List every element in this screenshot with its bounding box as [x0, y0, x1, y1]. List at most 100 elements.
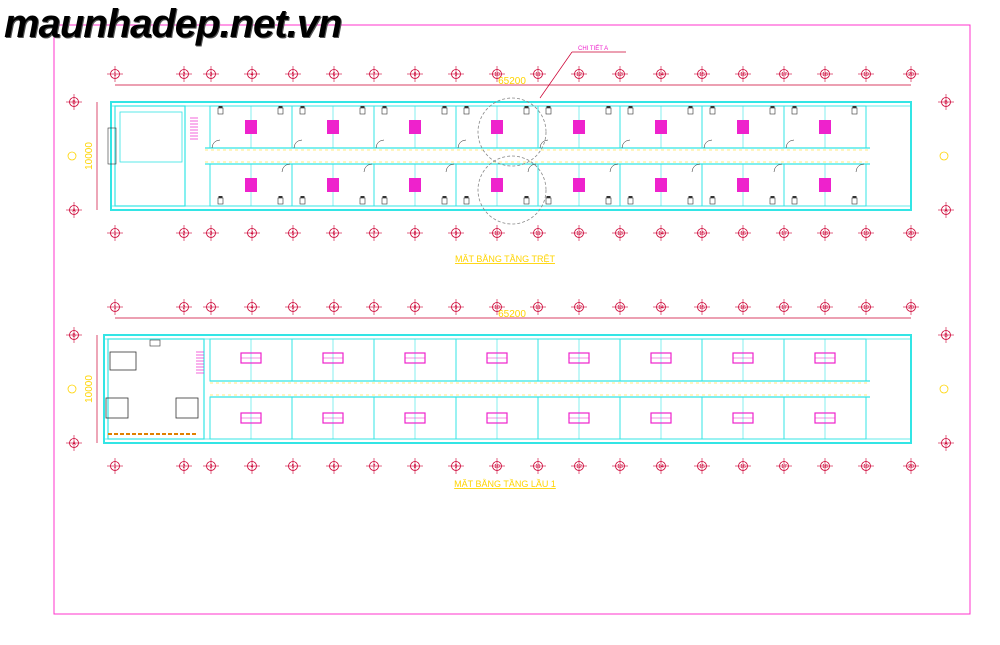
plan1-grid-top-19-label: 19	[863, 72, 869, 78]
plan1-fixture-bottom-8	[819, 178, 831, 192]
plan1-toilet-top-a-4	[463, 107, 470, 115]
plan1-toilet-bottom-b-8	[851, 197, 858, 205]
plan1-grid-top-6-label: 6	[333, 72, 336, 78]
plan1-grid-top-17-label: 17	[781, 72, 787, 78]
plan1-grid-top-10-label: 10	[494, 72, 500, 78]
plan1-side-dimension: 10000	[84, 142, 95, 170]
plan2-grid-top-13-label: 13	[617, 305, 623, 311]
plan1-grid-top-13-label: 13	[617, 72, 623, 78]
plan2-grid-top-1-label: 1	[114, 305, 117, 311]
plan1-entrance-door	[107, 127, 117, 165]
plan1-grid-bot-10-label: 10	[494, 231, 500, 237]
plan2-grid-top-16-label: 16	[740, 305, 746, 311]
plan2-left-block	[107, 338, 205, 440]
plan2-grid-bot-16-label: 16	[740, 464, 746, 470]
plan1-row-left-B-label: B	[72, 100, 76, 106]
plan1-grid-bot-16-label: 16	[740, 231, 746, 237]
plan2-grid-bot-7-label: 7	[373, 464, 376, 470]
plan1-row-mid-left	[67, 151, 77, 161]
watermark-text: maunhadep.net.vn	[4, 2, 342, 46]
plan2-row-left-B-label: B	[72, 333, 76, 339]
plan1-fixture-top-7	[737, 120, 749, 134]
plan2-grid-top-8-label: 8	[414, 305, 417, 311]
detail-circle-bottom	[477, 155, 547, 225]
plan1-toilet-top-a-7	[709, 107, 716, 115]
plan2-grid-bot-4-label: 4	[251, 464, 254, 470]
plan1-grid-bot-8-label: 8	[414, 231, 417, 237]
plan1-toilet-top-a-1	[217, 107, 224, 115]
plan1-toilet-bottom-a-7	[709, 197, 716, 205]
plan2-grid-bot-14-label: 14	[658, 464, 664, 470]
plan1-toilet-bottom-a-6	[627, 197, 634, 205]
plan1-grid-bot-13-label: 13	[617, 231, 623, 237]
plan1-grid-bot-2-label: 2	[183, 231, 186, 237]
plan1-toilet-top-b-4	[523, 107, 530, 115]
plan2-grid-bot-20-label: 20	[908, 464, 914, 470]
plan2-grid-bot-19-label: 19	[863, 464, 869, 470]
plan2-grid-bot-17-label: 17	[781, 464, 787, 470]
plan1-grid-bot-15-label: 15	[699, 231, 705, 237]
plan2-grid-top-19-label: 19	[863, 305, 869, 311]
plan1-grid-bot-3-label: 3	[210, 231, 213, 237]
plan1-toilet-top-b-7	[769, 107, 776, 115]
plan1-left-block	[114, 105, 186, 207]
plan1-grid-bot-14-label: 14	[658, 231, 664, 237]
plan1-row-right-B-label: B	[944, 100, 948, 106]
plan2-grid-bot-18-label: 18	[822, 464, 828, 470]
plan1-grid-top-11-label: 11	[535, 72, 540, 78]
plan2-grid-top-7-label: 7	[373, 305, 376, 311]
plan1-grid-bot-20-label: 20	[908, 231, 914, 237]
plan1-toilet-bottom-b-5	[605, 197, 612, 205]
plan1-toilet-top-b-3	[441, 107, 448, 115]
plan1-grid-top-14-label: 14	[658, 72, 664, 78]
plan1-grid-top-12-label: 12	[576, 72, 582, 78]
plan1-grid-bot-11-label: 11	[535, 231, 540, 237]
plan2-grid-bot-9-label: 9	[455, 464, 458, 470]
plan1-toilet-bottom-a-4	[463, 197, 470, 205]
plan1-grid-top-9-label: 9	[455, 72, 458, 78]
plan1-row-mid-right	[939, 151, 949, 161]
plan2-grid-top-20-label: 20	[908, 305, 914, 311]
plan1-toilet-top-a-8	[791, 107, 798, 115]
plan1-grid-top-4-label: 4	[251, 72, 254, 78]
plan1-grid-top-16-label: 16	[740, 72, 746, 78]
plan2-grid-top-17-label: 17	[781, 305, 787, 311]
plan2-side-dimension: 10000	[84, 375, 95, 403]
plan1-toilet-top-b-2	[359, 107, 366, 115]
plan1-toilet-bottom-a-8	[791, 197, 798, 205]
plan1-fixture-bottom-7	[737, 178, 749, 192]
plan2-title: MẶT BẰNG TẦNG LẦU 1	[454, 479, 556, 489]
plan1-grid-bot-12-label: 12	[576, 231, 582, 237]
plan1-grid-bot-5-label: 5	[292, 231, 295, 237]
plan1-fixture-top-8	[819, 120, 831, 134]
plan1-fixture-top-3	[409, 120, 421, 134]
plan1-fixture-bottom-6	[655, 178, 667, 192]
detail-leader-line	[539, 51, 573, 99]
plan2-grid-bot-11-label: 11	[535, 464, 540, 470]
plan2-grid-top-6-label: 6	[333, 305, 336, 311]
plan2-grid-top-18-label: 18	[822, 305, 828, 311]
plan1-toilet-bottom-a-1	[217, 197, 224, 205]
plan1-toilet-bottom-a-3	[381, 197, 388, 205]
plan2-bed-right	[175, 397, 199, 419]
plan1-grid-top-8-label: 8	[414, 72, 417, 78]
plan2-grid-top-9-label: 9	[455, 305, 458, 311]
plan1-toilet-top-a-5	[545, 107, 552, 115]
plan2-grid-top-15-label: 15	[699, 305, 705, 311]
plan1-toilet-bottom-b-1	[277, 197, 284, 205]
plan1-title: MẶT BẰNG TẦNG TRỆT	[455, 254, 556, 264]
plan1-fixture-top-4	[491, 120, 503, 134]
plan2-grid-top-4-label: 4	[251, 305, 254, 311]
plan1-fixture-bottom-3	[409, 178, 421, 192]
plan1-fixture-bottom-5	[573, 178, 585, 192]
plan2-bed-left	[105, 397, 129, 419]
plan2-grid-bot-3-label: 3	[210, 464, 213, 470]
plan2-overall-dimension: 65200	[498, 309, 526, 320]
plan2-grid-bot-10-label: 10	[494, 464, 500, 470]
plan1-toilet-top-b-8	[851, 107, 858, 115]
plan2-grid-top-10-label: 10	[494, 305, 500, 311]
plan1-toilet-top-b-1	[277, 107, 284, 115]
plan1-fixture-bottom-4	[491, 178, 503, 192]
plan2-grid-bot-2-label: 2	[183, 464, 186, 470]
